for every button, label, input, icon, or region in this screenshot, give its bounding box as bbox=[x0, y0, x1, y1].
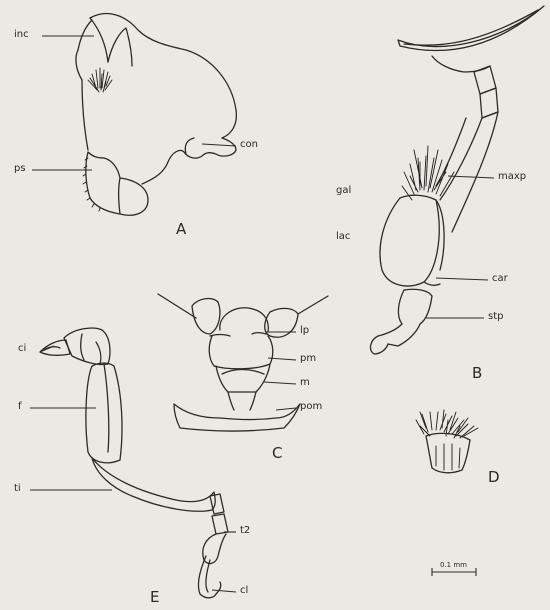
label-maxp: maxp bbox=[498, 172, 526, 182]
label-inc: inc bbox=[14, 30, 29, 40]
label-ti: ti bbox=[14, 484, 21, 494]
label-ci: ci bbox=[18, 344, 26, 354]
label-pom: pom bbox=[300, 402, 322, 412]
label-t2: t2 bbox=[240, 526, 250, 536]
figure-label-e: E bbox=[150, 590, 159, 605]
figure-label-a: A bbox=[176, 222, 186, 237]
label-lac: lac bbox=[336, 232, 350, 242]
label-pm: pm bbox=[300, 354, 316, 364]
figure-label-b: B bbox=[472, 366, 482, 381]
mandible-drawing bbox=[76, 14, 236, 216]
scale-bar-label: 0.1 mm bbox=[440, 562, 467, 569]
label-cl: cl bbox=[240, 586, 248, 596]
label-ps: ps bbox=[14, 164, 26, 174]
label-m: m bbox=[300, 378, 310, 388]
glossa-drawing bbox=[416, 410, 478, 473]
figure-label-d: D bbox=[488, 470, 500, 485]
label-lp: lp bbox=[300, 326, 309, 336]
leg-drawing bbox=[40, 328, 228, 598]
figure-label-c: C bbox=[272, 446, 282, 461]
scale-bar bbox=[432, 568, 476, 576]
label-stp: stp bbox=[488, 312, 503, 322]
label-car: car bbox=[492, 274, 508, 284]
label-gal: gal bbox=[336, 186, 351, 196]
label-con: con bbox=[240, 140, 258, 150]
label-f: f bbox=[18, 402, 22, 412]
